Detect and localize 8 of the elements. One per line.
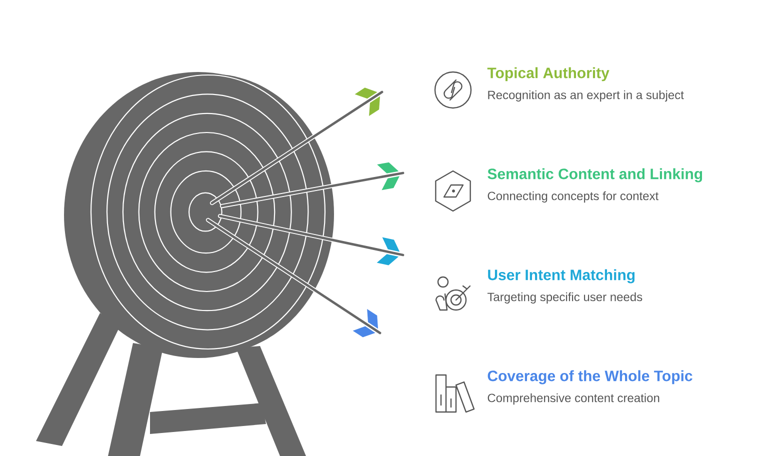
item-description: Recognition as an expert in a subject <box>488 90 684 102</box>
item-heading: User Intent Matching <box>488 269 635 284</box>
item-heading: Topical Authority <box>487 67 610 82</box>
item-heading: Semantic Content and Linking <box>488 168 702 182</box>
item-description: Connecting concepts for context <box>488 191 659 203</box>
item-heading: Coverage of the Whole Topic <box>488 370 692 384</box>
item-description: Comprehensive content creation <box>488 393 660 405</box>
item-description: Targeting specific user needs <box>487 292 642 304</box>
